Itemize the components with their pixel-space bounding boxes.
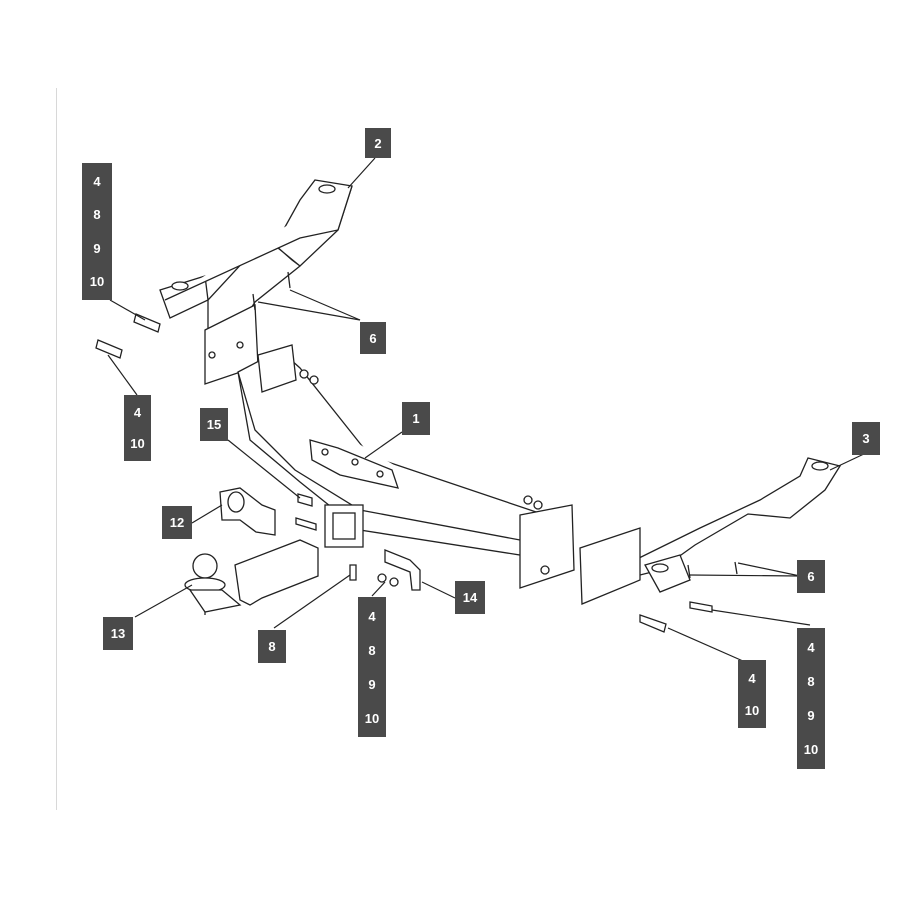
left-bracket	[159, 179, 353, 385]
callout-6-right: 6	[797, 560, 825, 593]
right-bracket	[579, 457, 842, 605]
callout-6-top: 6	[360, 322, 386, 354]
callout-2: 2	[365, 128, 391, 158]
callout-4-8-9-10-right: 4 8 9 10	[797, 628, 825, 769]
ball-mount	[184, 539, 319, 615]
bolts-and-nuts	[95, 313, 713, 633]
hitch-pin	[384, 549, 421, 591]
callout-4-10-right: 4 10	[738, 660, 766, 728]
callout-1: 1	[402, 402, 430, 435]
callout-3: 3	[852, 422, 880, 455]
callout-15: 15	[200, 408, 228, 441]
main-crossbar	[237, 344, 575, 589]
callout-13: 13	[103, 617, 133, 650]
callout-12: 12	[162, 506, 192, 539]
callout-14: 14	[455, 581, 485, 614]
pin-clip	[219, 487, 276, 536]
callout-4-8-9-10-left: 4 8 9 10	[82, 163, 112, 300]
callout-8: 8	[258, 630, 286, 663]
leader-lines	[107, 157, 867, 666]
callout-4-10-left: 4 10	[124, 395, 151, 461]
callout-4-8-9-10-center: 4 8 9 10	[358, 597, 386, 737]
left-border-line	[56, 88, 57, 810]
